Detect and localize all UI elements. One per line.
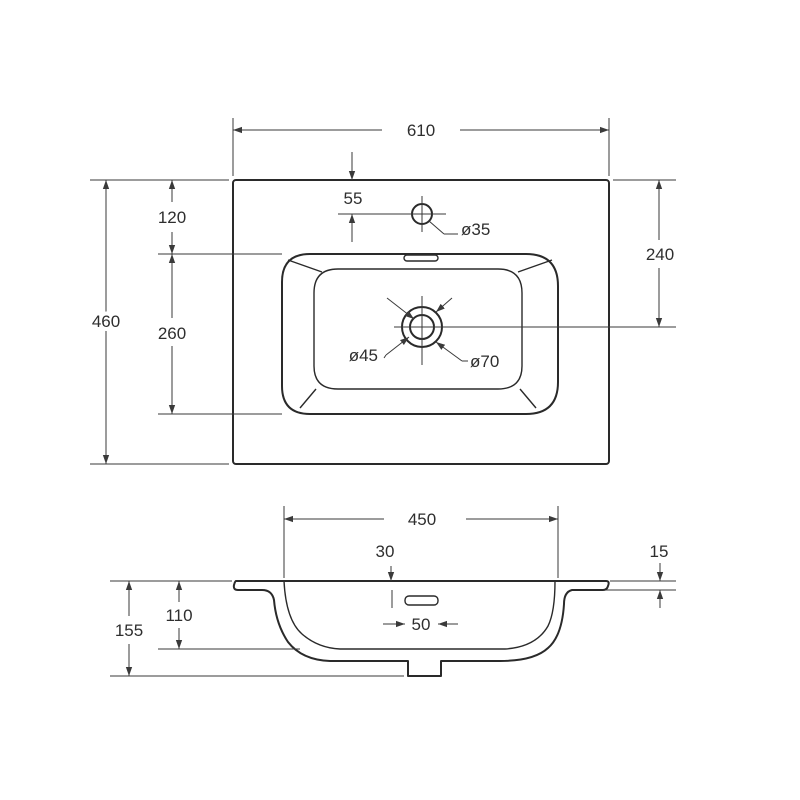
- dimension-total-height: 155: [115, 581, 143, 676]
- label-tap-hole-offset: 55: [344, 189, 363, 208]
- overflow-slot-section: [404, 595, 439, 606]
- bowl-corner-line: [299, 388, 317, 409]
- label-basin-width: 450: [408, 510, 436, 529]
- label-drain-offset: 240: [646, 245, 674, 264]
- bowl-corner-line: [517, 259, 553, 273]
- label-bowl-depth: 110: [165, 606, 192, 625]
- label-overflow-width: 50: [412, 615, 431, 634]
- overflow-slot: [403, 254, 439, 262]
- bowl-corner-line: [287, 259, 323, 273]
- dimension-overflow-width: 50: [383, 615, 458, 634]
- basin-inner-wall: [283, 580, 556, 650]
- dimension-tap-hole-diameter: ø35: [428, 220, 490, 239]
- label-overflow-offset: 30: [376, 542, 395, 561]
- dimension-drain-offset: 240: [646, 180, 674, 327]
- dimension-overflow-offset: 30: [376, 542, 395, 581]
- dimension-rim-thickness: 15: [650, 542, 669, 608]
- label-basin-depth: 260: [158, 324, 186, 343]
- dimension-drain-outer-diameter: ø70: [435, 297, 499, 371]
- dimension-overall-width: 610: [233, 121, 609, 140]
- label-tap-hole-diameter: ø35: [461, 220, 490, 239]
- label-drain-inner-diameter: ø45: [349, 346, 378, 365]
- dimension-tap-hole-offset: 55: [344, 152, 363, 242]
- label-overall-width: 610: [407, 121, 435, 140]
- dimension-overall-depth: 460: [88, 180, 124, 464]
- label-total-height: 155: [115, 621, 143, 640]
- dimension-bowl-depth: 110: [165, 581, 193, 649]
- dimension-basin-front-offset: 120: [158, 180, 186, 254]
- dimension-drain-inner-diameter: ø45: [349, 297, 415, 365]
- bowl-corner-line: [519, 388, 537, 409]
- dimension-basin-width: 450: [284, 510, 558, 529]
- label-overall-depth: 460: [92, 312, 120, 331]
- dimension-basin-depth: 260: [158, 254, 186, 414]
- label-drain-outer-diameter: ø70: [470, 352, 499, 371]
- drain: [394, 296, 676, 365]
- bowl-floor-outline: [313, 268, 523, 390]
- tap-hole: [338, 196, 446, 232]
- bowl-outer-outline: [281, 253, 559, 415]
- top-view: 610 460 120 260 55 ø35: [88, 118, 676, 465]
- section-view: 450 30 15 50 110 155: [110, 506, 676, 677]
- countertop-outline: [232, 179, 610, 465]
- label-basin-front-offset: 120: [158, 208, 186, 227]
- label-rim-thickness: 15: [650, 542, 669, 561]
- basin-profile-outline: [232, 580, 610, 677]
